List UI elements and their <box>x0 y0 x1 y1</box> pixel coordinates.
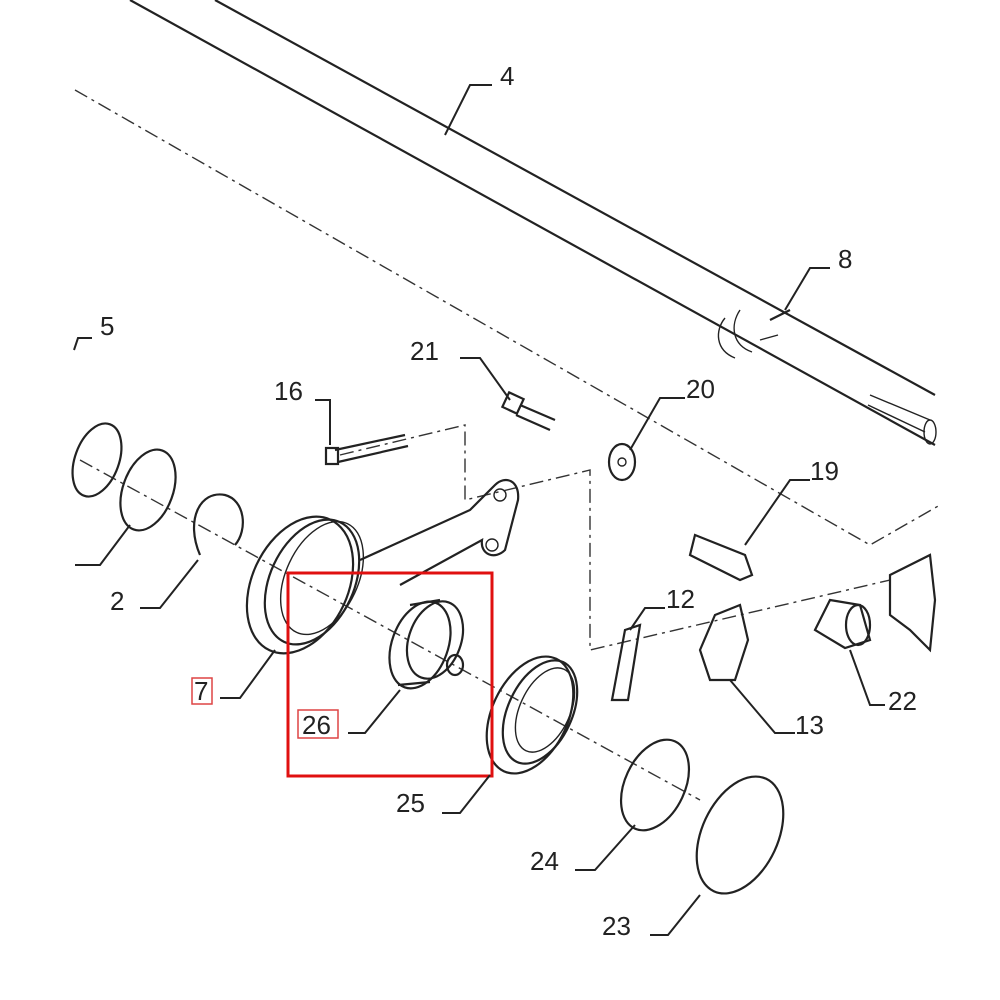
callout-19: 19 <box>810 456 839 486</box>
centerline-lower <box>79 459 701 801</box>
callout-20: 20 <box>686 374 715 404</box>
leader-lines <box>73 84 885 936</box>
callout-26: 26 <box>302 710 331 740</box>
bracket-part <box>888 553 937 653</box>
callout-8: 8 <box>838 244 852 274</box>
callout-24: 24 <box>530 846 559 876</box>
callout-23: 23 <box>602 911 631 941</box>
highlight-box <box>286 571 494 778</box>
callout-5: 5 <box>100 311 114 341</box>
bushing-part-22 <box>813 598 872 650</box>
callout-26-box <box>297 709 339 739</box>
callout-22: 22 <box>888 686 917 716</box>
shaft-part-4 <box>129 0 937 446</box>
link-part-12 <box>610 623 642 702</box>
callout-4: 4 <box>500 61 514 91</box>
callout-7: 7 <box>194 676 208 706</box>
centerline-main <box>74 89 941 546</box>
washer-part-20 <box>607 442 637 482</box>
snap-rings-left <box>71 422 244 556</box>
callout-21: 21 <box>410 336 439 366</box>
callout-16: 16 <box>274 376 303 406</box>
centerline-bolt <box>339 424 891 651</box>
bolt-part-21 <box>500 390 556 432</box>
bolt-part-16 <box>324 433 409 466</box>
callout-7-box <box>191 677 213 705</box>
callout-2: 2 <box>110 586 124 616</box>
bearing-housing-part-7 <box>245 478 520 655</box>
pin-part-19 <box>688 533 754 582</box>
callout-25: 25 <box>396 788 425 818</box>
ring-part-24 <box>619 738 691 832</box>
callout-12: 12 <box>666 584 695 614</box>
clamp-part-13 <box>698 603 750 682</box>
seal-part-25 <box>485 655 579 775</box>
cap-part-26 <box>388 598 465 690</box>
callout-13: 13 <box>795 710 824 740</box>
ring-part-23 <box>695 775 785 895</box>
pin-part-8 <box>769 309 791 321</box>
